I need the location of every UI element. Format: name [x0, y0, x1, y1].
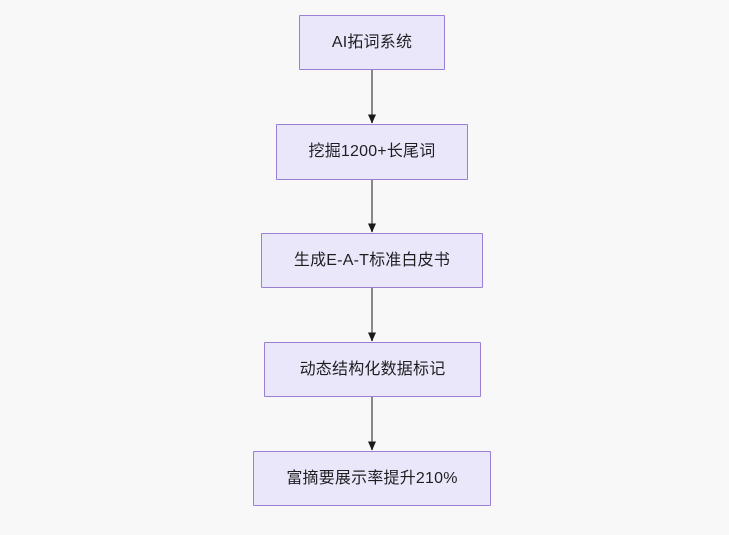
flow-node-label: 富摘要展示率提升210% — [286, 469, 458, 487]
flow-node-label: 动态结构化数据标记 — [299, 360, 446, 378]
flow-node-label: AI拓词系统 — [331, 33, 413, 51]
flow-node-mine-longtail-keywords[interactable]: 挖掘1200+长尾词 — [276, 124, 468, 180]
flow-node-label: 挖掘1200+长尾词 — [308, 143, 436, 160]
flow-node-label: 生成E-A-T标准白皮书 — [293, 251, 451, 269]
flow-node-dynamic-structured-data-markup[interactable]: 动态结构化数据标记 — [264, 342, 481, 397]
flow-node-rich-snippet-impression-lift[interactable]: 富摘要展示率提升210% — [253, 451, 491, 506]
flow-node-generate-eat-whitepaper[interactable]: 生成E-A-T标准白皮书 — [261, 233, 483, 288]
flow-node-ai-keyword-system[interactable]: AI拓词系统 — [299, 15, 445, 70]
